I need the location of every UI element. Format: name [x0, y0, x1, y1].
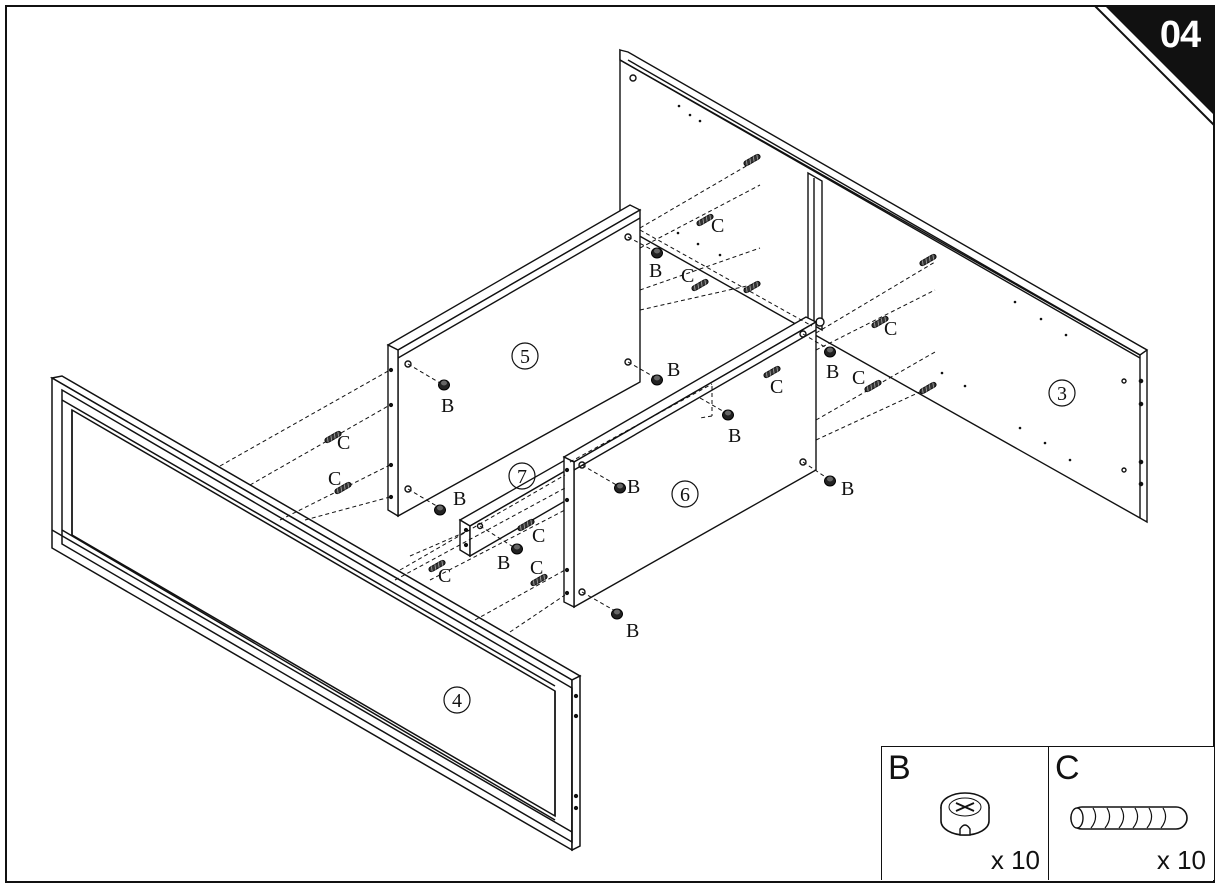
- callout-b: B: [728, 425, 741, 447]
- page-border: [5, 5, 1215, 883]
- panel-3-number: 3: [1057, 383, 1067, 405]
- callout-b: B: [453, 488, 466, 510]
- callout-c: C: [328, 468, 341, 490]
- legend-quantity: x 10: [1156, 845, 1206, 875]
- callout-c: C: [852, 367, 865, 389]
- callout-b: B: [627, 476, 640, 498]
- callout-c: C: [337, 432, 350, 454]
- assembly-guide-lines: [219, 157, 936, 633]
- panel-4: [49, 375, 582, 852]
- callout-c: C: [681, 265, 694, 287]
- callout-c: C: [532, 525, 545, 547]
- step-corner: [1105, 6, 1214, 115]
- panel-7-number: 7: [517, 466, 527, 488]
- panel-5: [386, 204, 642, 518]
- panel-4-number: 4: [452, 690, 462, 712]
- panel-3: [619, 48, 1149, 524]
- callout-c: C: [884, 318, 897, 340]
- legend-cell-dowel: C x 10: [1049, 747, 1214, 880]
- callout-c: C: [438, 565, 451, 587]
- callout-c: C: [530, 557, 543, 579]
- legend-letter: C: [1055, 749, 1080, 787]
- panel-5-number: 5: [520, 346, 530, 368]
- panel-6: [562, 316, 818, 609]
- hardware-legend: B x 10 C x 10: [881, 746, 1214, 880]
- callout-b: B: [649, 260, 662, 282]
- legend-quantity: x 10: [990, 845, 1040, 875]
- legend-cell-cam-lock: B x 10: [882, 747, 1049, 880]
- panel-3-predrilled-holes: [676, 104, 1072, 462]
- legend-letter: B: [888, 749, 911, 787]
- wood-dowel-icon: [1070, 806, 1188, 830]
- callout-c: C: [711, 215, 724, 237]
- callout-b: B: [667, 359, 680, 381]
- step-number: 04: [1159, 14, 1201, 56]
- callout-b: B: [626, 620, 639, 642]
- callout-b: B: [841, 478, 854, 500]
- cam-lock-icon: [940, 792, 990, 836]
- callout-c: C: [770, 376, 783, 398]
- panel-6-number: 6: [680, 484, 690, 506]
- callout-b: B: [497, 552, 510, 574]
- callout-b: B: [826, 361, 839, 383]
- callout-labels: B B B B B B B B B B C C C C C C C C C C: [328, 215, 897, 642]
- callout-b: B: [441, 395, 454, 417]
